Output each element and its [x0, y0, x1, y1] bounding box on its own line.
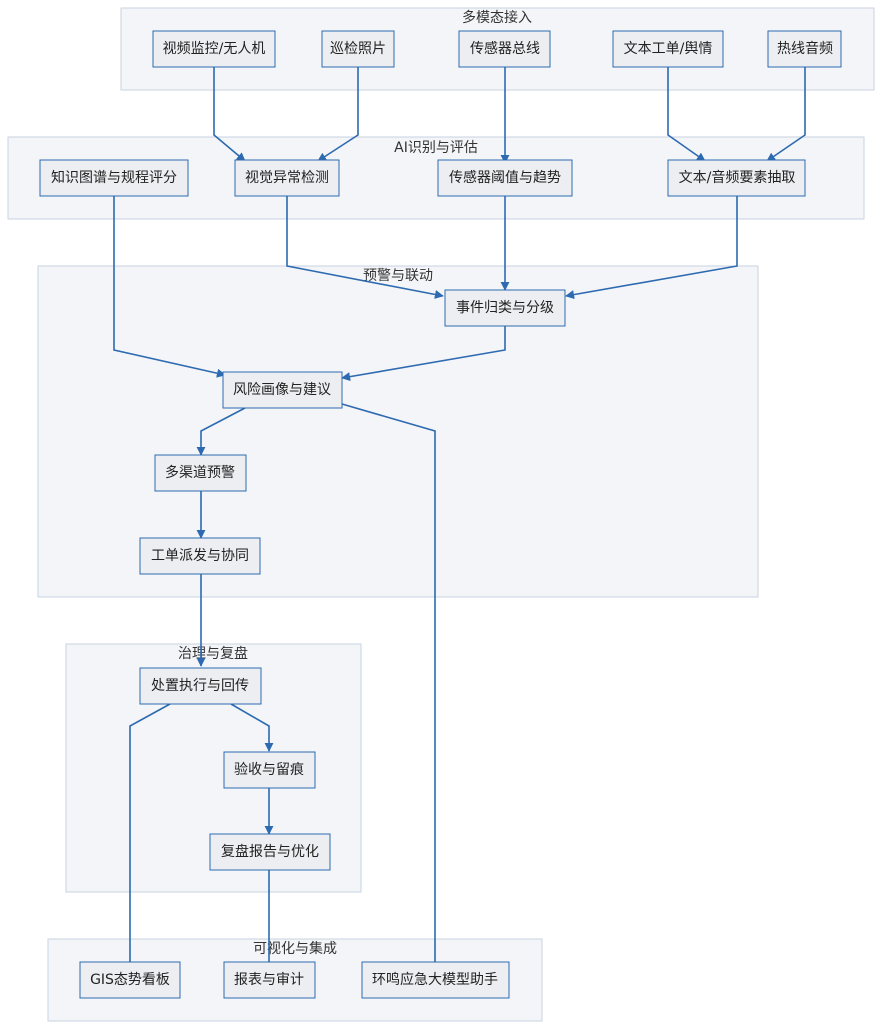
node-text-extract[interactable]: 文本/音频要素抽取 [667, 159, 806, 197]
edge-execute-gis [129, 703, 171, 962]
node-accept[interactable]: 验收与留痕 [223, 751, 316, 789]
node-sensor-trend[interactable]: 传感器阈值与趋势 [437, 159, 573, 197]
node-alert-label: 多渠道预警 [165, 464, 235, 481]
cluster-governance-title: 治理与复盘 [178, 645, 248, 662]
node-sensor-bus-label: 传感器总线 [470, 40, 540, 57]
node-execute-label: 处置执行与回传 [151, 678, 249, 694]
node-video-label: 视频监控/无人机 [163, 41, 266, 57]
node-text-ticket[interactable]: 文本工单/舆情 [612, 30, 724, 68]
edge-visual-classify [286, 196, 444, 299]
edge-ticket-extract [667, 67, 706, 162]
edges [113, 67, 806, 962]
edge-risk-alert [196, 407, 246, 456]
node-execute[interactable]: 处置执行与回传 [139, 667, 262, 705]
node-alert[interactable]: 多渠道预警 [154, 454, 247, 492]
node-accept-label: 验收与留痕 [234, 762, 304, 778]
node-visual-detect-label: 视觉异常检测 [245, 170, 329, 186]
node-classify[interactable]: 事件归类与分级 [444, 289, 566, 327]
node-gis[interactable]: GIS态势看板 [79, 961, 181, 999]
node-visual-detect[interactable]: 视觉异常检测 [234, 159, 340, 197]
edge-extract-classify [565, 196, 738, 300]
node-patrol[interactable]: 巡检照片 [321, 30, 395, 68]
cluster-visual-title: 可视化与集成 [253, 940, 337, 957]
edge-patrol-visual [317, 67, 359, 162]
node-kg[interactable]: 知识图谱与规程评分 [39, 159, 189, 197]
edge-kg-risk [113, 196, 226, 378]
node-patrol-label: 巡检照片 [330, 41, 386, 57]
node-gis-label: GIS态势看板 [90, 972, 170, 988]
node-report[interactable]: 报表与审计 [223, 961, 316, 999]
node-hotline[interactable]: 热线音频 [767, 30, 842, 68]
edge-classify-risk [341, 326, 506, 382]
node-risk-label: 风险画像与建议 [233, 382, 331, 398]
node-text-ticket-label: 文本工单/舆情 [624, 41, 713, 57]
node-video[interactable]: 视频监控/无人机 [152, 30, 276, 68]
node-review[interactable]: 复盘报告与优化 [209, 833, 331, 871]
node-sensor-trend-label: 传感器阈值与趋势 [449, 169, 561, 186]
cluster-ai-title: AI识别与评估 [394, 140, 478, 156]
node-review-label: 复盘报告与优化 [221, 843, 319, 860]
node-report-label: 报表与审计 [234, 972, 304, 988]
node-sensor-bus[interactable]: 传感器总线 [458, 30, 551, 68]
node-dispatch[interactable]: 工单派发与协同 [139, 537, 261, 575]
node-assistant-label: 环鸣应急大模型助手 [372, 971, 498, 988]
edge-hotline-extract [766, 67, 806, 162]
node-assistant[interactable]: 环鸣应急大模型助手 [361, 961, 510, 999]
cluster-input-title: 多模态接入 [462, 9, 532, 26]
edge-risk-assistant [341, 403, 436, 962]
edge-video-visual [213, 67, 246, 162]
edge-execute-accept [230, 703, 274, 752]
node-risk[interactable]: 风险画像与建议 [222, 371, 343, 409]
node-kg-label: 知识图谱与规程评分 [51, 169, 177, 186]
node-hotline-label: 热线音频 [777, 40, 833, 57]
cluster-warning-title: 预警与联动 [363, 268, 433, 284]
node-classify-label: 事件归类与分级 [456, 299, 554, 316]
node-text-extract-label: 文本/音频要素抽取 [679, 169, 796, 186]
node-dispatch-label: 工单派发与协同 [151, 548, 249, 564]
